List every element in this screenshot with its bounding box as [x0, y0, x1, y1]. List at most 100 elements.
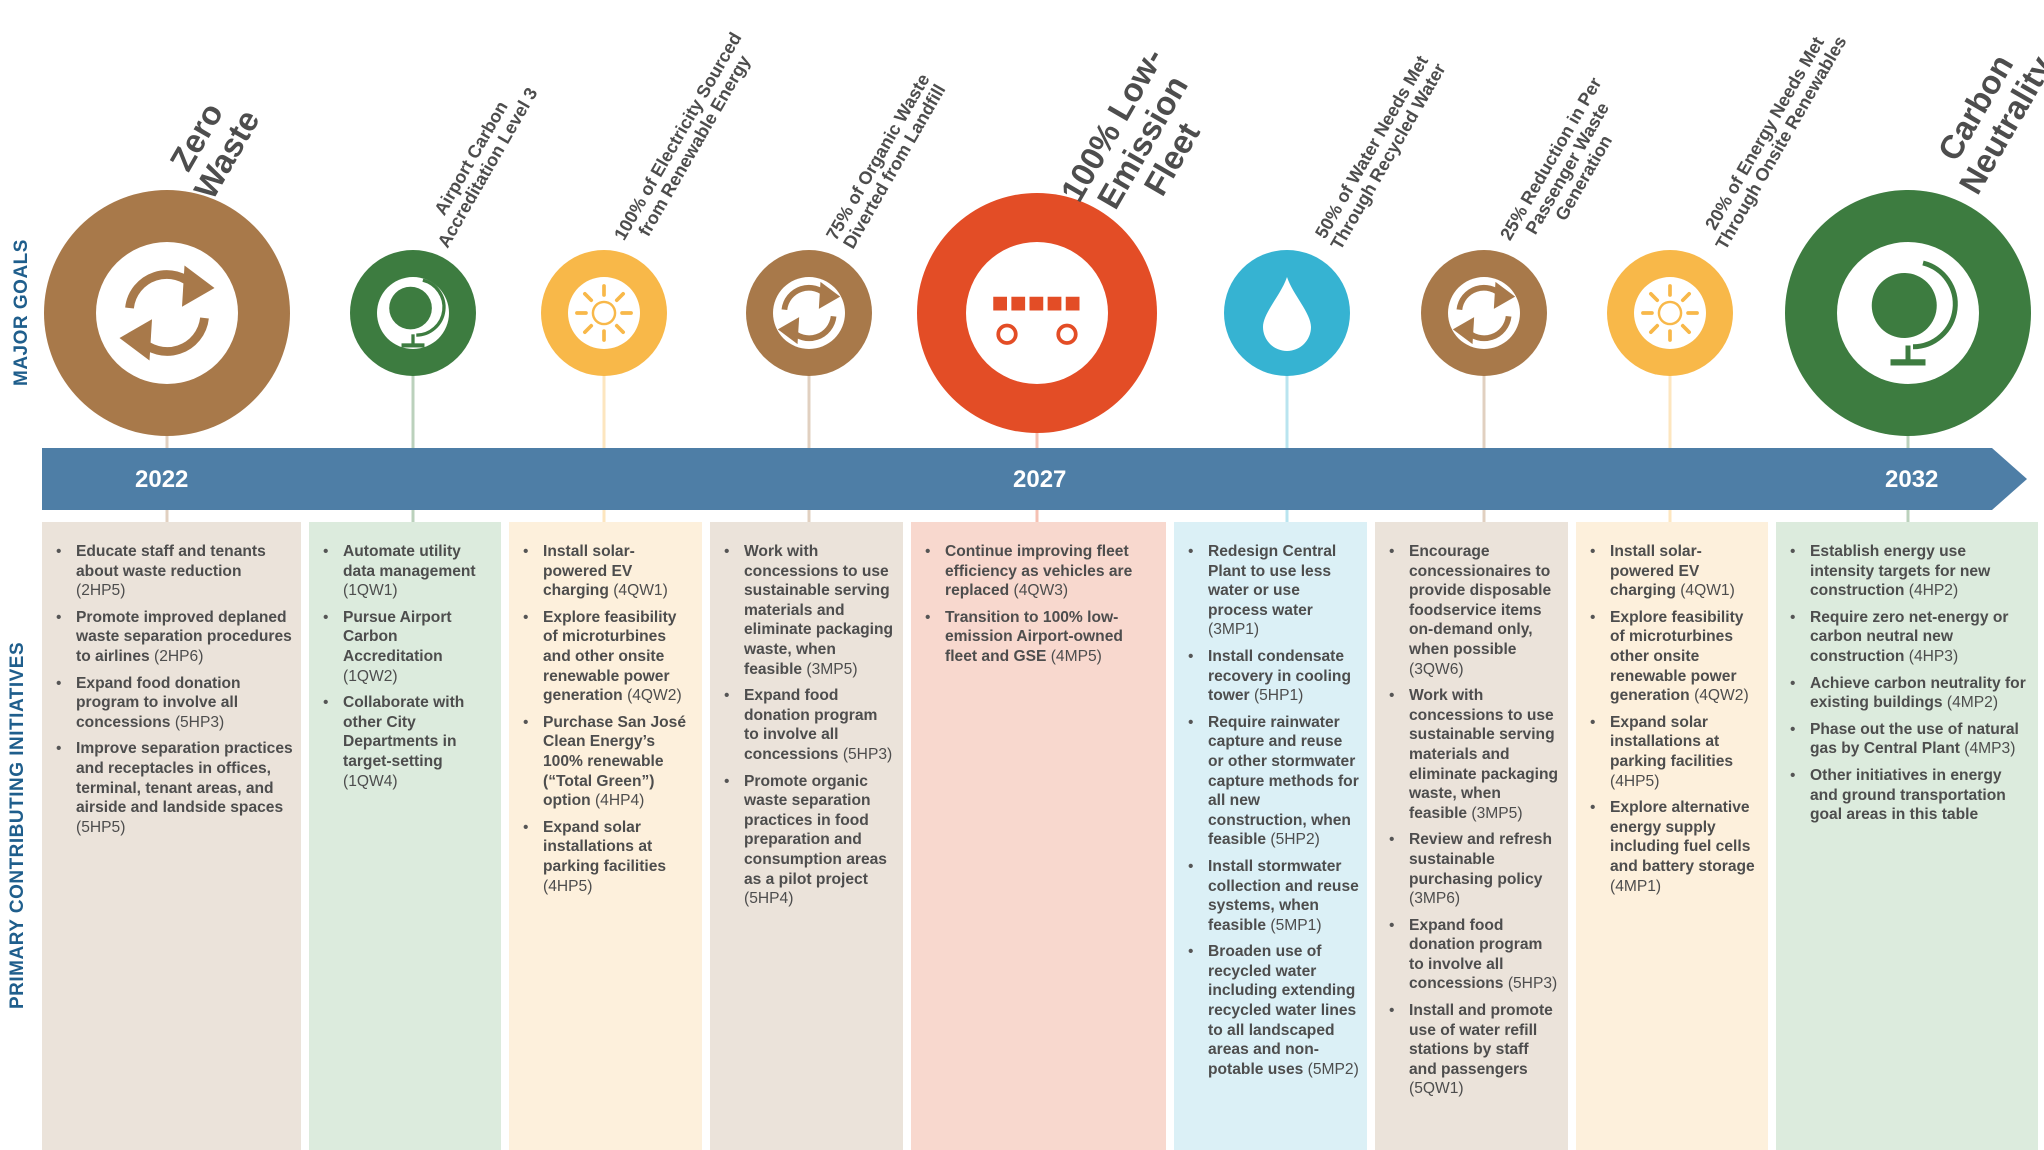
- initiative-item: Install stormwater collection and reuse …: [1188, 857, 1359, 935]
- initiative-list: Redesign Central Plant to use less water…: [1182, 542, 1359, 1079]
- goal-circle-5: [917, 193, 1157, 530]
- initiative-text: Phase out the use of natural gas by Cent…: [1810, 720, 2019, 758]
- initiative-item: Install solar-powered EV charging (4QW1): [1590, 542, 1760, 601]
- initiative-code: (4HP4): [594, 792, 645, 810]
- initiative-code: (5HP5): [76, 818, 126, 836]
- initiative-item: Broaden use of recycled water including …: [1188, 942, 1359, 1079]
- bus-icon: [987, 290, 1087, 345]
- initiative-list: Encourage concessionaires to provide dis…: [1383, 542, 1560, 1099]
- water-drop-icon: [1263, 277, 1311, 351]
- initiative-column-7: Encourage concessionaires to provide dis…: [1375, 522, 1568, 1150]
- initiative-code: (5MP1): [1270, 916, 1322, 934]
- initiative-text: Install and promote use of water refill …: [1409, 1002, 1553, 1078]
- goal-circle-2: [350, 250, 476, 530]
- initiative-item: Install solar-powered EV charging (4QW1): [523, 542, 694, 601]
- initiative-text: Promote improved deplaned waste separati…: [76, 608, 292, 665]
- initiative-item: Expand solar installations at parking fa…: [1590, 713, 1760, 791]
- initiative-item: Encourage concessionaires to provide dis…: [1389, 542, 1560, 679]
- initiative-code: (4QW2): [1694, 687, 1749, 705]
- initiative-text: Review and refresh sustainable purchasin…: [1409, 831, 1553, 888]
- initiative-text: Achieve carbon neutrality for existing b…: [1810, 674, 2026, 712]
- initiative-text: Expand solar installations at parking fa…: [1610, 713, 1734, 770]
- initiative-item: Require zero net-energy or carbon neutra…: [1790, 608, 2030, 667]
- initiative-code: (4HP3): [1908, 647, 1959, 665]
- initiative-item: Achieve carbon neutrality for existing b…: [1790, 674, 2030, 713]
- initiative-column-2: Automate utility data management (1QW1) P…: [309, 522, 501, 1150]
- initiative-item: Transition to 100% low-emission Airport-…: [925, 608, 1158, 667]
- initiative-column-4: Work with concessions to use sustainable…: [710, 522, 903, 1150]
- initiative-text: Require rainwater capture and reuse or o…: [1208, 713, 1359, 849]
- initiative-code: (5HP4): [744, 890, 794, 908]
- goal-circle-6: [1224, 250, 1350, 530]
- initiative-list: Automate utility data management (1QW1) P…: [317, 542, 493, 791]
- goal-circle-9: [1785, 190, 2031, 530]
- initiative-code: (3MP6): [1409, 890, 1461, 908]
- initiative-text: Improve separation practices and recepta…: [76, 740, 293, 817]
- sun-icon: [568, 277, 640, 349]
- initiative-text: Automate utility data management: [343, 543, 476, 580]
- initiative-code: (4QW2): [627, 687, 682, 705]
- initiative-code: (4HP5): [1610, 772, 1660, 790]
- initiative-text: Install condensate recovery in cooling t…: [1208, 647, 1351, 705]
- initiative-column-1: Educate staff and tenants about waste re…: [42, 522, 301, 1150]
- initiative-code: (3MP5): [806, 660, 858, 678]
- initiative-item: Install condensate recovery in cooling t…: [1188, 647, 1359, 706]
- initiative-item: Explore alternative energy supply includ…: [1590, 798, 1760, 896]
- initiative-text: Explore feasibility of microturbines oth…: [1610, 608, 1744, 705]
- initiative-list: Educate staff and tenants about waste re…: [50, 542, 293, 837]
- initiative-text: Explore feasibility of microturbines and…: [543, 608, 677, 705]
- initiative-code: (4HP5): [543, 877, 593, 895]
- initiative-code: (4MP5): [1050, 647, 1102, 665]
- initiative-code: (4QW1): [1680, 582, 1735, 600]
- initiative-code: (4QW1): [613, 582, 668, 600]
- initiative-column-9: Establish energy use intensity targets f…: [1776, 522, 2038, 1150]
- initiative-code: (3MP5): [1471, 804, 1523, 822]
- initiative-item: Phase out the use of natural gas by Cent…: [1790, 720, 2030, 759]
- goal-circle-8: [1607, 250, 1733, 530]
- initiative-text: Collaborate with other City Departments …: [343, 694, 465, 770]
- recycle-arrows-icon: [773, 277, 845, 349]
- initiative-code: (3MP1): [1208, 621, 1260, 639]
- initiative-code: (3QW6): [1409, 660, 1464, 678]
- initiative-text: Require zero net-energy or carbon neutra…: [1810, 608, 2009, 665]
- initiative-code: (5QW1): [1409, 1080, 1464, 1098]
- initiative-text: Install solar-powered EV charging: [543, 543, 635, 600]
- initiative-item: Explore feasibility of microturbines oth…: [1590, 608, 1760, 706]
- timeline-arrow: [42, 448, 2027, 510]
- recycle-arrows-icon: [1448, 277, 1520, 349]
- initiative-text: Transition to 100% low-emission Airport-…: [945, 608, 1123, 665]
- initiative-list: Install solar-powered EV charging (4QW1)…: [517, 542, 694, 896]
- initiative-code: (4HP2): [1908, 582, 1959, 600]
- initiative-item: Purchase San José Clean Energy’s 100% re…: [523, 713, 694, 811]
- initiative-list: Establish energy use intensity targets f…: [1784, 542, 2030, 825]
- initiative-item: Continue improving fleet efficiency as v…: [925, 542, 1158, 601]
- initiative-item: Collaborate with other City Departments …: [323, 693, 493, 791]
- initiative-code: (4MP3): [1964, 740, 2016, 758]
- initiative-item: Pursue Airport Carbon Accreditation (1QW…: [323, 608, 493, 686]
- initiative-column-3: Install solar-powered EV charging (4QW1)…: [509, 522, 702, 1150]
- initiative-item: Promote improved deplaned waste separati…: [56, 608, 293, 667]
- initiative-text: Broaden use of recycled water including …: [1208, 943, 1357, 1078]
- initiative-item: Review and refresh sustainable purchasin…: [1389, 830, 1560, 908]
- year-2022: 2022: [135, 466, 189, 493]
- initiative-text: Expand food donation program to involve …: [1409, 916, 1543, 993]
- initiative-item: Other initiatives in energy and ground t…: [1790, 766, 2030, 825]
- initiative-item: Expand food donation program to involve …: [1389, 916, 1560, 994]
- initiative-column-6: Redesign Central Plant to use less water…: [1174, 522, 1367, 1150]
- initiative-text: Expand food donation program to involve …: [76, 674, 241, 731]
- initiative-item: Require rainwater capture and reuse or o…: [1188, 713, 1359, 850]
- initiative-column-5: Continue improving fleet efficiency as v…: [911, 522, 1166, 1150]
- initiative-item: Automate utility data management (1QW1): [323, 542, 493, 601]
- initiative-text: Promote organic waste separation practic…: [744, 772, 887, 888]
- initiative-code: (1QW1): [343, 582, 398, 600]
- initiative-text: Install solar-powered EV charging: [1610, 543, 1702, 600]
- initiative-text: Establish energy use intensity targets f…: [1810, 543, 1991, 600]
- goal-circle-1: [44, 190, 290, 530]
- sun-icon: [1634, 277, 1706, 349]
- initiative-item: Expand food donation program to involve …: [724, 686, 895, 764]
- initiative-code: (2HP5): [76, 582, 126, 600]
- globe-icon: [377, 277, 449, 349]
- initiative-code: (1QW2): [343, 667, 398, 685]
- initiative-list: Install solar-powered EV charging (4QW1)…: [1584, 542, 1760, 896]
